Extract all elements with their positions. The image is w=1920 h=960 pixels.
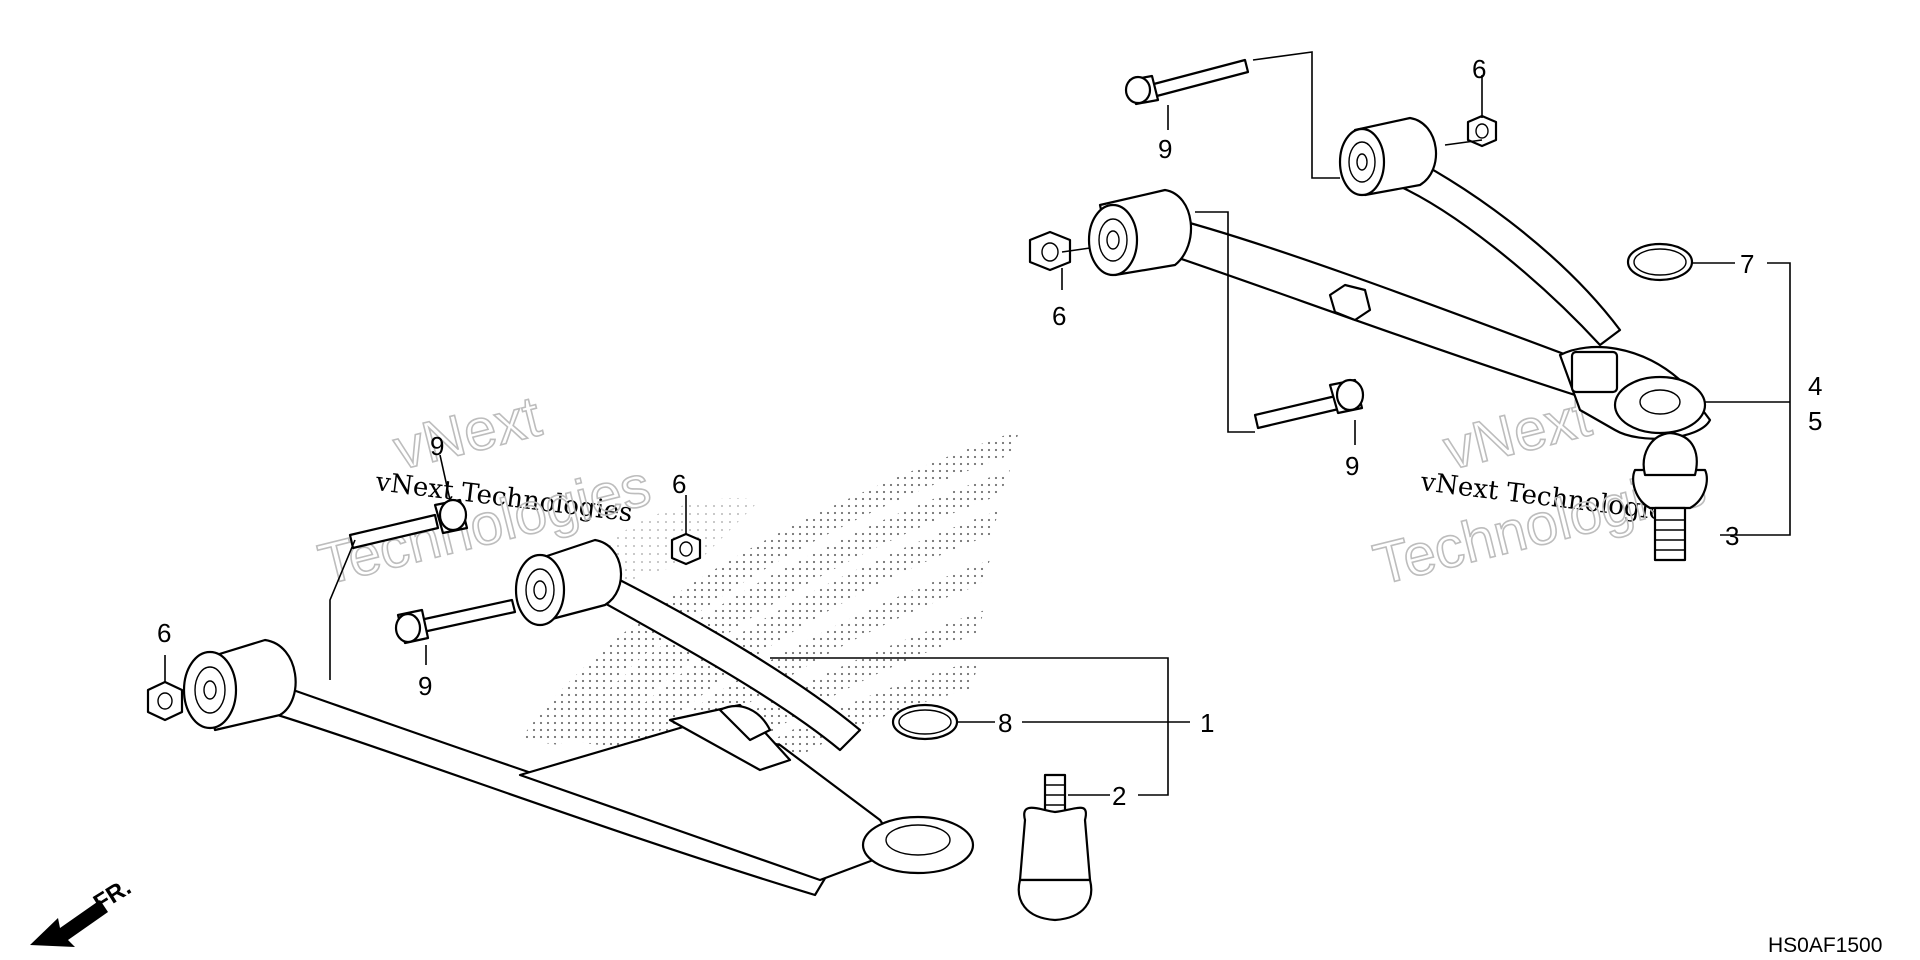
- upper-nut-front: [1028, 230, 1072, 272]
- lower-nut-front: [146, 680, 184, 722]
- callout-6-upper-rear: 6: [1472, 54, 1486, 84]
- callout-3: 3: [1725, 521, 1739, 551]
- callout-1: 1: [1200, 708, 1214, 738]
- upper-ball-joint: [1632, 431, 1708, 562]
- callout-4: 4: [1808, 371, 1822, 401]
- callout-5: 5: [1808, 406, 1822, 436]
- callout-2: 2: [1112, 781, 1126, 811]
- callout-9-upper-front: 9: [1158, 134, 1172, 164]
- lower-nut-rear: [670, 532, 702, 566]
- callout-9-upper-rear: 9: [1345, 451, 1359, 481]
- svg-text:vNext: vNext: [1437, 384, 1597, 483]
- callout-7: 7: [1740, 249, 1754, 279]
- upper-snap-ring: [1626, 242, 1694, 282]
- callout-8: 8: [998, 708, 1012, 738]
- front-arrow-icon: [30, 900, 108, 947]
- upper-rear-bolt: [1253, 378, 1365, 430]
- lower-front-bolt: [348, 498, 469, 550]
- callout-6-lower-rear: 6: [672, 469, 686, 499]
- leader-lines: [164, 51, 1791, 796]
- lower-rear-bolt: [394, 598, 517, 645]
- callout-9-lower-front: 9: [430, 431, 444, 461]
- diagram-code: HS0AF1500: [1768, 934, 1882, 957]
- lower-arm: [182, 538, 975, 897]
- upper-arm: [1087, 116, 1712, 440]
- lower-snap-ring: [891, 703, 959, 741]
- callout-9-lower-rear: 9: [418, 671, 432, 701]
- lower-ball-joint: [1017, 773, 1093, 922]
- callout-6-lower-front: 6: [157, 618, 171, 648]
- svg-text:vNext: vNext: [387, 384, 547, 483]
- callout-6-upper-front: 6: [1052, 301, 1066, 331]
- callout-labels: 9 6 6 7 4 5 3 9 9 6 6 9 8 1 2: [157, 54, 1822, 811]
- front-direction-indicator: FR.: [30, 874, 136, 947]
- upper-front-bolt: [1124, 58, 1250, 106]
